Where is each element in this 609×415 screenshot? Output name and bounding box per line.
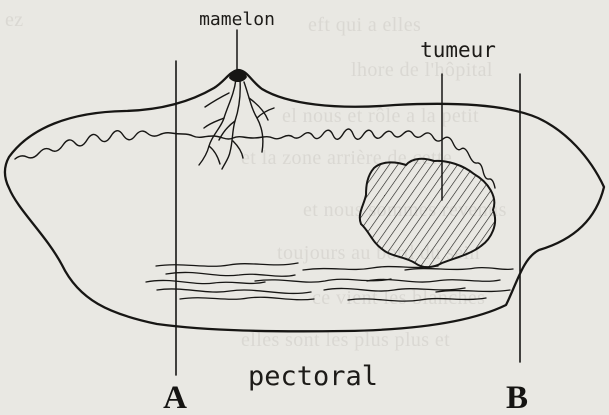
svg-text:eft qui a elles: eft qui a elles xyxy=(308,14,421,36)
label-a: A xyxy=(163,380,187,415)
svg-text:elles sont les plus plus et: elles sont les plus plus et xyxy=(241,329,450,351)
label-b: B xyxy=(506,380,528,415)
label-mamelon: mamelon xyxy=(199,9,275,30)
svg-text:el nous et rôle a la petit: el nous et rôle a la petit xyxy=(282,105,479,127)
svg-text:ez: ez xyxy=(5,9,24,31)
label-pectoral: pectoral xyxy=(248,361,378,392)
svg-text:lhore de l'hôpital: lhore de l'hôpital xyxy=(351,59,493,81)
label-tumeur: tumeur xyxy=(420,38,496,62)
